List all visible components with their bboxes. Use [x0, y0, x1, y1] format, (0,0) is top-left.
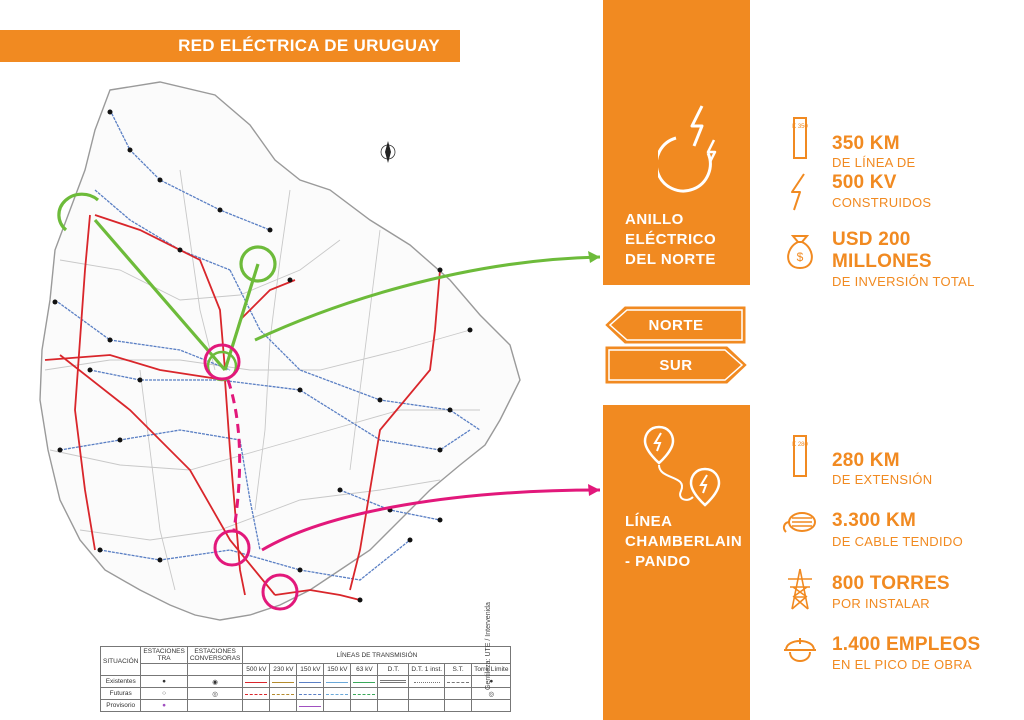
chamberlain-pando-dashed-line [226, 379, 242, 531]
legend-row-provisorio: Provisorio● [99, 699, 512, 712]
norte-sign: NORTE [605, 306, 747, 344]
north-arrow [254, 255, 600, 342]
money-bag-icon: $ [787, 235, 813, 270]
svg-text:K 280: K 280 [792, 442, 808, 448]
image-credit: Gentileza: UTE / Intervenida [485, 602, 492, 690]
chamberlain-pando-panel: LÍNEA CHAMBERLAIN - PANDO [603, 405, 750, 720]
chamberlain-circle [203, 343, 241, 381]
route-pins-icon [643, 425, 721, 507]
cable-reel-icon [782, 512, 816, 533]
hard-hat-worker-icon [784, 638, 816, 662]
pando-circle-a [213, 529, 251, 567]
lightning-icon [791, 173, 805, 211]
north-ring-circle-a [57, 192, 100, 232]
uruguay-map [39, 81, 600, 621]
sur-sign: SUR [605, 346, 747, 384]
lightning-ring-icon [658, 105, 717, 193]
north-ring-circle-b [239, 245, 277, 283]
chamberlain-pando-label: LÍNEA CHAMBERLAIN - PANDO [625, 513, 743, 570]
legend-row-existentes: Existentes●◉ ● [99, 675, 512, 688]
km-marker-280-icon: K 280 [792, 435, 808, 477]
page-title: RED ELÉCTRICA DE URUGUAY [0, 30, 460, 62]
pando-circle-b [261, 573, 299, 611]
north-ring-label: ANILLO ELÉCTRICO DEL NORTE [625, 211, 717, 268]
svg-text:K 350: K 350 [792, 124, 808, 130]
km-marker-350-icon: K 350 [792, 117, 808, 159]
legend-row-futuras: Futuras○◎ ◎ [99, 687, 512, 700]
south-arrow [261, 488, 600, 552]
country-outline [39, 81, 521, 621]
compass-icon [380, 141, 396, 163]
north-ring-panel: ANILLO ELÉCTRICO DEL NORTE [603, 0, 750, 285]
svg-text:$: $ [797, 250, 804, 264]
north-ring-line [93, 218, 227, 372]
transmission-tower-icon [788, 568, 812, 610]
